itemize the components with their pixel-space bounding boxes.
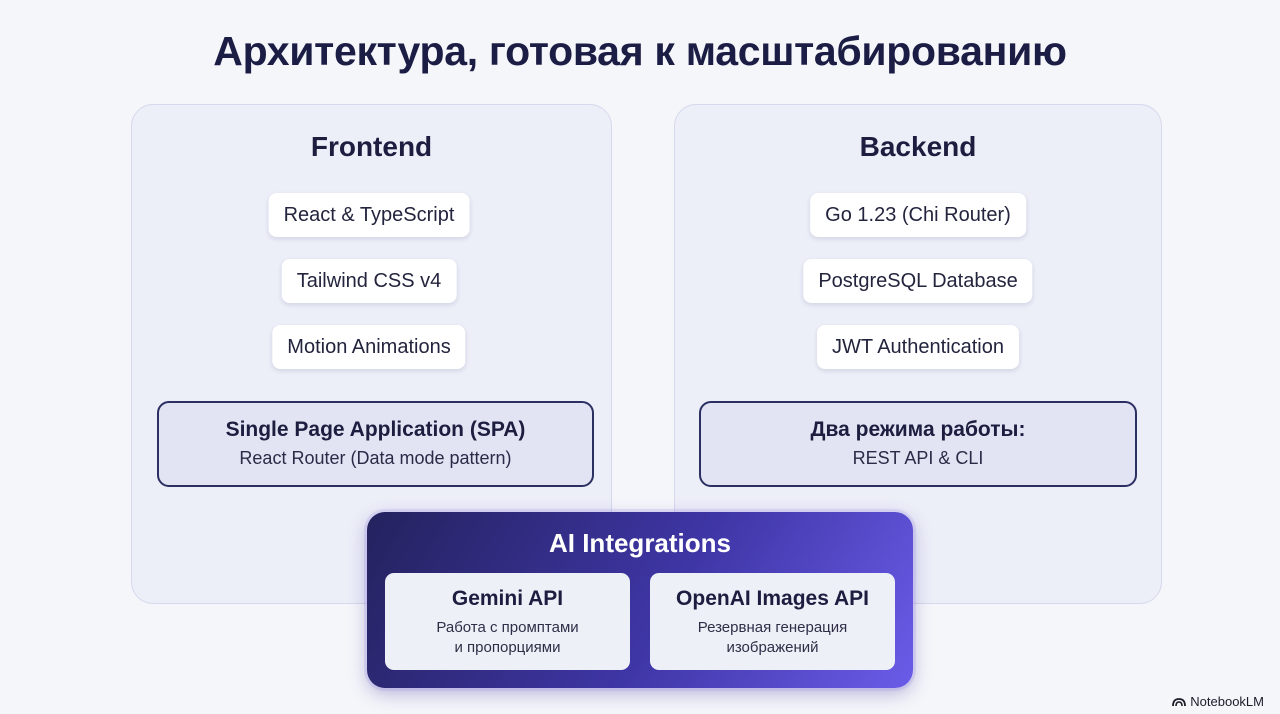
- frontend-mode-subtitle: React Router (Data mode pattern): [239, 448, 512, 468]
- frontend-item: Tailwind CSS v4: [281, 259, 457, 303]
- backend-mode-title: Два режима работы:: [810, 418, 1026, 441]
- openai-images-api-card: OpenAI Images API Резервная генерация из…: [650, 573, 895, 670]
- gemini-api-desc-line: Работа с промптами: [436, 619, 579, 636]
- backend-panel: Backend Go 1.23 (Chi Router) PostgreSQL …: [674, 104, 1162, 604]
- gemini-api-card: Gemini API Работа с промптами и пропорци…: [385, 573, 630, 670]
- notebooklm-logo-icon: [1172, 697, 1187, 706]
- backend-title: Backend: [859, 131, 977, 162]
- brand-label: NotebookLM: [1190, 694, 1264, 709]
- openai-desc-line: Резервная генерация: [697, 619, 848, 636]
- backend-mode-subtitle: REST API & CLI: [852, 448, 984, 468]
- gemini-api-desc-line: и пропорциями: [454, 639, 561, 656]
- backend-item: JWT Authentication: [817, 325, 1019, 369]
- gemini-api-title: Gemini API: [451, 587, 564, 610]
- ai-integrations-title: AI Integrations: [548, 528, 731, 558]
- backend-item: Go 1.23 (Chi Router): [810, 193, 1026, 237]
- backend-mode-box: Два режима работы: REST API & CLI: [699, 401, 1137, 487]
- gemini-api-description: Работа с промптами и пропорциями: [385, 618, 630, 658]
- frontend-title: Frontend: [310, 131, 433, 162]
- openai-images-api-title: OpenAI Images API: [676, 587, 869, 610]
- ai-integrations-box: AI Integrations Gemini API Работа с пром…: [367, 512, 913, 688]
- frontend-mode-title: Single Page Application (SPA): [225, 418, 526, 441]
- backend-item: PostgreSQL Database: [803, 259, 1033, 303]
- notebooklm-watermark: NotebookLM: [1172, 694, 1264, 709]
- frontend-panel: Frontend React & TypeScript Tailwind CSS…: [131, 104, 612, 604]
- openai-images-api-description: Резервная генерация изображений: [650, 618, 895, 658]
- frontend-item: React & TypeScript: [268, 193, 470, 237]
- frontend-mode-box: Single Page Application (SPA) React Rout…: [157, 401, 594, 487]
- slide-title: Архитектура, готовая к масштабированию: [213, 28, 1067, 74]
- openai-desc-line: изображений: [726, 639, 819, 656]
- frontend-item: Motion Animations: [272, 325, 466, 369]
